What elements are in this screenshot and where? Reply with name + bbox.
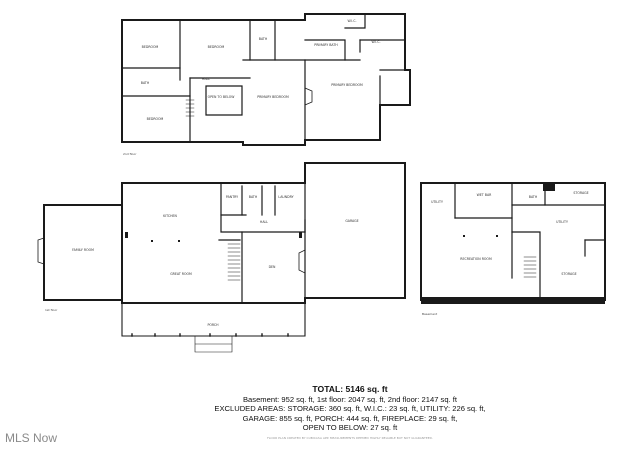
room-label-laundry: LAUNDRY	[278, 195, 293, 199]
first-floor-plan	[37, 162, 406, 353]
area-summary-line: OPEN TO BELOW: 27 sq. ft	[302, 423, 398, 433]
area-total: TOTAL: 5146 sq. ft	[312, 384, 388, 394]
mls-watermark: MLS Now	[5, 431, 58, 445]
room-label-kitchen: KITCHEN	[163, 214, 177, 218]
room-label-bath: BATH	[141, 81, 150, 85]
room-label-garage: GARAGE	[345, 219, 358, 223]
room-label-bath: BATH	[529, 195, 538, 199]
room-label-utility: UTILITY	[431, 200, 443, 204]
room-label-bath: BATH	[249, 195, 258, 199]
basement-mechanical-block	[543, 183, 555, 191]
column-marker	[151, 240, 153, 242]
second-floor-outline	[121, 13, 411, 146]
room-label-wet-bar: WET BAR	[477, 193, 492, 197]
porch-steps	[194, 335, 233, 353]
room-label-utility: UTILITY	[556, 220, 568, 224]
room-label-open-to-below: OPEN TO BELOW	[208, 95, 236, 99]
porch-columns	[131, 333, 289, 337]
floor-label-second: 2nd floor	[123, 152, 137, 156]
room-label-porch: PORCH	[207, 323, 219, 327]
room-label-bedroom: BEDROOM	[147, 117, 164, 121]
room-label-hall: HALL	[260, 220, 268, 224]
column-marker	[496, 235, 498, 237]
column-marker	[299, 232, 302, 238]
area-summary: TOTAL: 5146 sq. ft Basement: 952 sq. ft,…	[140, 384, 560, 433]
basement-foundation-wall	[421, 297, 605, 304]
floor-label-first: 1st floor	[45, 308, 58, 312]
second-floor-plan	[121, 13, 411, 146]
room-label-bedroom: BEDROOM	[142, 45, 159, 49]
first-floor-outline	[121, 162, 406, 304]
first-floor-walls	[218, 182, 306, 304]
room-label-wic: W.I.C.	[372, 40, 381, 44]
room-label-recreation-room: RECREATION ROOM	[460, 257, 492, 261]
porch-outline	[121, 302, 306, 337]
basement-walls	[454, 182, 606, 301]
room-label-storage: STORAGE	[573, 191, 588, 195]
room-label-great-room: GREAT ROOM	[170, 272, 192, 276]
room-label-storage: STORAGE	[561, 272, 576, 276]
basement-plan	[420, 182, 606, 301]
area-summary-line: Basement: 952 sq. ft, 1st floor: 2047 sq…	[242, 394, 457, 404]
room-label-primary-bath: PRIMARY BATH	[314, 43, 338, 47]
second-floor-walls	[121, 13, 411, 143]
room-label-bedroom: BEDROOM	[208, 45, 225, 49]
first-floor-stair	[227, 243, 241, 281]
area-summary-line: EXCLUDED AREAS: STORAGE: 360 sq. ft, W.I…	[214, 404, 486, 414]
room-label-wic: W.I.C.	[348, 19, 357, 23]
room-label-primary-bedroom: PRIMARY BEDROOM	[331, 83, 363, 87]
room-label-hall: HALL	[202, 77, 210, 81]
room-label-primary-bedroom: PRIMARY BEDROOM	[257, 95, 289, 99]
family-room-fireplace	[37, 237, 45, 265]
room-label-den: DEN	[269, 265, 276, 269]
family-room-outline	[43, 204, 123, 301]
area-summary-line: GARAGE: 855 sq. ft, PORCH: 444 sq. ft, F…	[242, 413, 458, 423]
basement-stair	[523, 256, 537, 278]
column-marker	[125, 232, 128, 238]
basement-outline	[420, 182, 606, 301]
den-fireplace	[298, 249, 306, 274]
room-label-pantry: PANTRY	[226, 195, 238, 199]
column-marker	[463, 235, 465, 237]
floor-label-basement: Basement	[422, 312, 438, 316]
floor-plan-credit: FLOOR PLAN CREATED BY CUBICASA APP. MEAS…	[267, 436, 433, 440]
room-label-bath: BATH	[259, 37, 268, 41]
room-label-family-room: FAMILY ROOM	[72, 248, 94, 252]
second-floor-fireplace	[304, 87, 313, 106]
second-floor-stair	[185, 99, 195, 117]
column-marker	[178, 240, 180, 242]
